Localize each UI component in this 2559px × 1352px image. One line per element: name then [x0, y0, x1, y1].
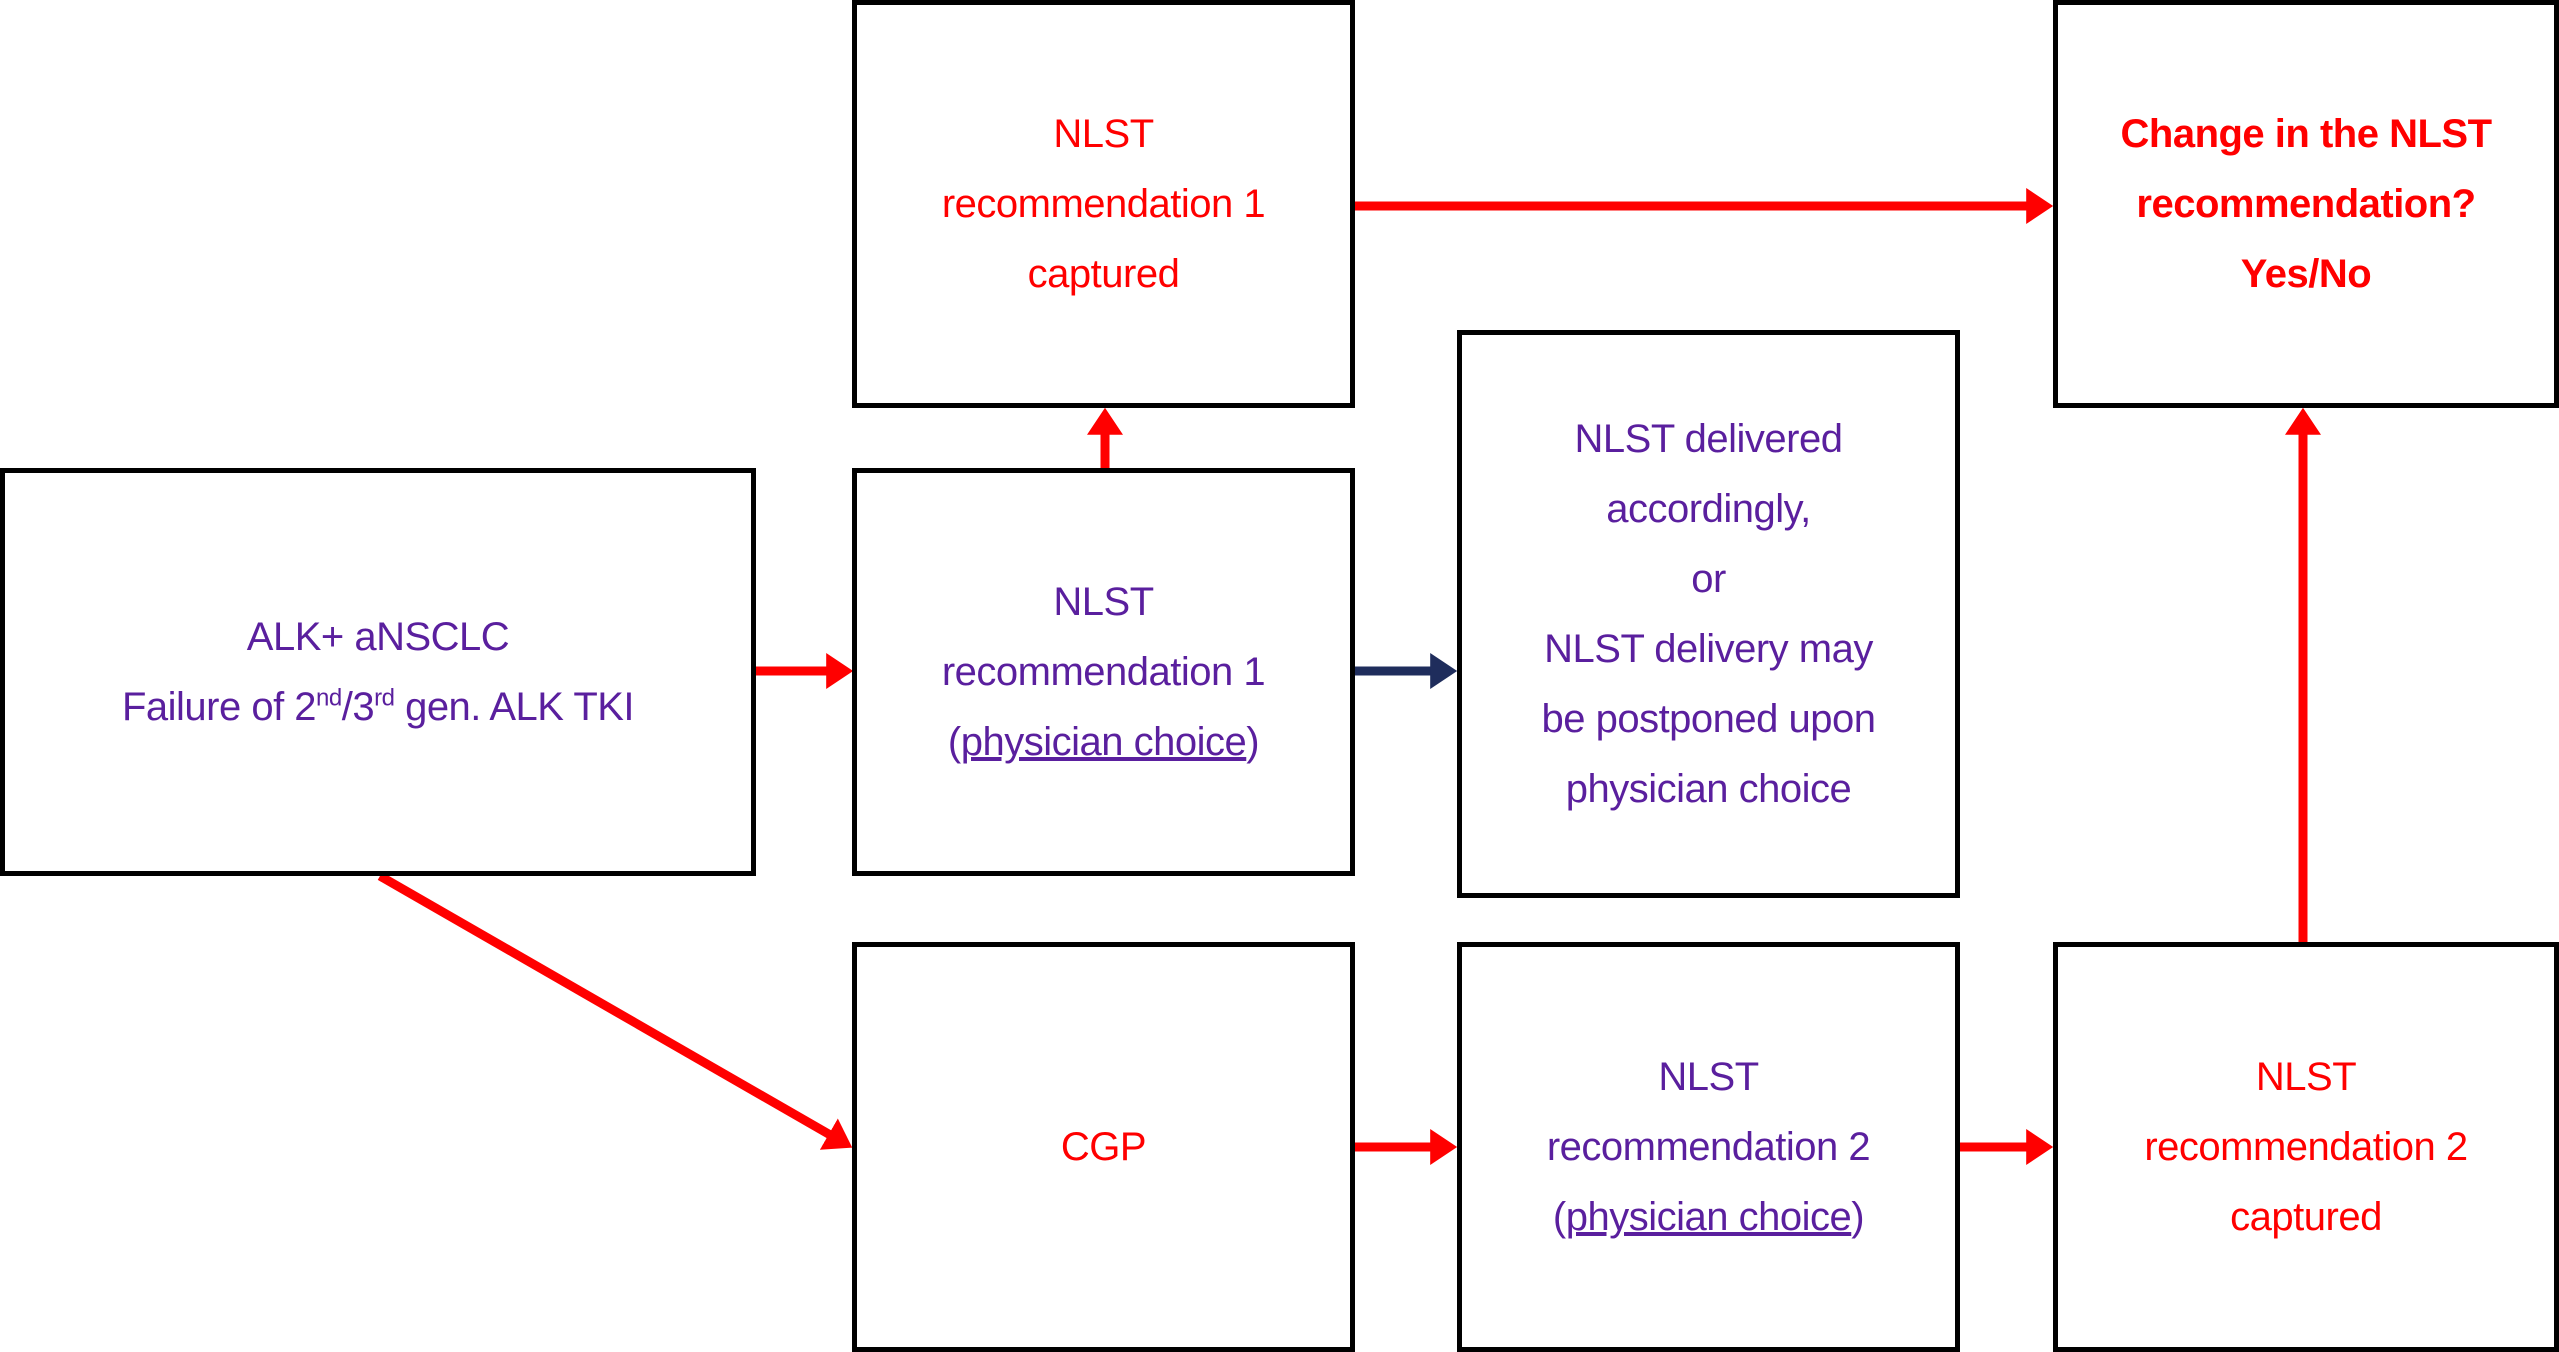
- paren: (: [1552, 1195, 1566, 1239]
- delivered-line4: NLST delivery may: [1544, 627, 1873, 671]
- box-change-in-recommendation: Change in the NLST recommendation? Yes/N…: [2053, 0, 2559, 408]
- alk-line2: Failure of 2nd/3rd gen. ALK TKI: [121, 672, 635, 742]
- captured2-line2: recommendation 2: [2144, 1125, 2468, 1169]
- delivered-line3: or: [1691, 557, 1726, 601]
- rec1-line3: (physician choice): [947, 707, 1260, 777]
- cgp-label: CGP: [1060, 1125, 1147, 1169]
- alk-line1: ALK+ aNSCLC: [246, 615, 510, 659]
- box-alk-nsclc: ALK+ aNSCLC Failure of 2nd/3rd gen. ALK …: [0, 468, 756, 876]
- box-nlst-delivered: NLST delivered accordingly, or NLST deli…: [1457, 330, 1960, 898]
- delivered-line5: be postponed upon: [1541, 697, 1876, 741]
- rec2-line2: recommendation 2: [1546, 1125, 1871, 1169]
- alk-text: /3: [341, 685, 375, 729]
- physician-choice: physician choice: [1565, 1195, 1852, 1239]
- rec2-line1: NLST: [1658, 1055, 1759, 1099]
- arrow-alk-to-cgp: [377, 872, 853, 1150]
- change-line3: Yes/No: [2240, 252, 2372, 296]
- paren: (: [947, 720, 961, 764]
- box-recommendation-1-captured: NLST recommendation 1 captured: [852, 0, 1355, 408]
- change-line1: Change in the NLST: [2120, 112, 2493, 156]
- captured1-line2: recommendation 1: [941, 182, 1266, 226]
- change-line2: recommendation?: [2136, 182, 2476, 226]
- delivered-line6: physician choice: [1565, 767, 1852, 811]
- box-cgp: CGP: [852, 942, 1355, 1352]
- delivered-line2: accordingly,: [1606, 487, 1811, 531]
- paren: ): [1851, 1195, 1865, 1239]
- sup-nd: nd: [316, 684, 342, 712]
- rec1-line2: recommendation 1: [941, 650, 1266, 694]
- rec2-line3: (physician choice): [1552, 1182, 1865, 1252]
- paren: ): [1246, 720, 1260, 764]
- rec1-line1: NLST: [1053, 580, 1154, 624]
- box-recommendation-2-captured: NLST recommendation 2 captured: [2053, 942, 2559, 1352]
- box-nlst-recommendation-1: NLST recommendation 1 (physician choice): [852, 468, 1355, 876]
- physician-choice: physician choice: [960, 720, 1247, 764]
- captured1-line1: NLST: [1053, 112, 1154, 156]
- alk-text: gen. ALK TKI: [394, 685, 635, 729]
- captured2-line3: captured: [2230, 1195, 2382, 1239]
- alk-text: Failure of 2: [121, 685, 317, 729]
- captured2-line1: NLST: [2255, 1055, 2357, 1099]
- delivered-line1: NLST delivered: [1574, 417, 1843, 461]
- box-nlst-recommendation-2: NLST recommendation 2 (physician choice): [1457, 942, 1960, 1352]
- sup-rd: rd: [374, 684, 395, 712]
- captured1-line3: captured: [1027, 252, 1180, 296]
